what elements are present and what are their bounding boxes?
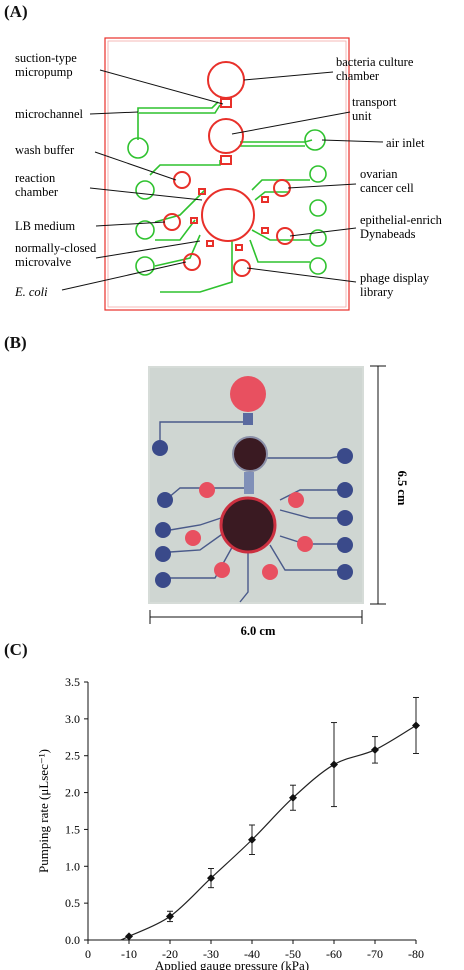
data-point <box>412 721 420 730</box>
label-ecoli: E. coli <box>14 285 48 299</box>
chip-outline <box>104 37 350 311</box>
label-wash-buffer: wash buffer <box>15 143 75 157</box>
photo-red-wells <box>185 482 313 580</box>
y-tick-label: 2.0 <box>65 786 80 800</box>
photo-channels <box>159 415 343 603</box>
data-point <box>207 874 215 883</box>
label-phage-1: phage display <box>360 271 430 285</box>
x-axis-label: Applied gauge pressure (kPa) <box>155 958 309 970</box>
data-points <box>125 721 420 941</box>
label-transport-2: unit <box>352 109 372 123</box>
y-tick-label: 0.0 <box>65 933 80 947</box>
label-bacteria-chamber-1: bacteria culture <box>336 55 414 69</box>
y-tick-label: 2.5 <box>65 749 80 763</box>
x-tick-label: -10 <box>121 947 137 961</box>
dimension-lines <box>149 365 386 624</box>
y-tick-label: 0.5 <box>65 896 80 910</box>
label-valve-2: microvalve <box>15 255 72 269</box>
trend-line <box>120 724 417 941</box>
microchannel-network <box>127 101 327 293</box>
dim-height-label: 6.5 cm <box>395 471 409 506</box>
label-suction-pump-1: suction-type <box>15 51 77 65</box>
chip-inner-outline <box>107 40 347 308</box>
chip-photo: 6.5 cm 6.0 cm <box>148 365 409 638</box>
chip-schematic: suction-type micropump microchannel wash… <box>14 37 443 311</box>
x-tick-label: -80 <box>408 947 424 961</box>
x-tick-label: -40 <box>244 947 260 961</box>
label-reaction-chamber-2: chamber <box>15 185 59 199</box>
bacteria-culture-chamber <box>207 61 245 99</box>
label-phage-2: library <box>360 285 394 299</box>
data-point <box>371 745 379 754</box>
label-ovarian-1: ovarian <box>360 167 398 181</box>
data-point <box>166 912 174 921</box>
panel-b-label: (B) <box>4 333 27 352</box>
reaction-chamber <box>201 188 255 242</box>
data-point <box>289 793 297 802</box>
label-air-inlet: air inlet <box>386 136 425 150</box>
label-lb-medium: LB medium <box>15 219 75 233</box>
dim-width-label: 6.0 cm <box>241 624 276 638</box>
photo-reaction-chamber <box>219 496 277 554</box>
label-epithelial-1: epithelial-enrich <box>360 213 443 227</box>
transport-unit <box>208 118 244 154</box>
photo-blue-wells <box>152 440 353 588</box>
data-point <box>330 760 338 769</box>
x-tick-label: -50 <box>285 947 301 961</box>
label-leaders <box>61 69 384 291</box>
chart-axes <box>87 682 416 941</box>
y-tick-label: 1.5 <box>65 822 80 836</box>
x-tick-label: -60 <box>326 947 342 961</box>
x-tick-labels: 0 -10 -20 -30 -40 -50 -60 -70 -80 <box>85 940 424 961</box>
label-suction-pump-2: micropump <box>15 65 73 79</box>
photo-transport-unit <box>232 436 268 472</box>
error-bars <box>167 696 419 923</box>
label-ovarian-2: cancer cell <box>360 181 414 195</box>
panel-c-label: (C) <box>4 640 28 659</box>
label-valve-1: normally-closed <box>15 241 97 255</box>
y-axis-label: Pumping rate (μLsec⁻¹) <box>36 749 51 873</box>
y-tick-label: 3.0 <box>65 712 80 726</box>
x-tick-label: -30 <box>203 947 219 961</box>
y-tick-labels: 0.0 0.5 1.0 1.5 2.0 2.5 3.0 3.5 <box>65 675 88 947</box>
label-epithelial-2: Dynabeads <box>360 227 416 241</box>
x-tick-label: -20 <box>162 947 178 961</box>
y-tick-label: 3.5 <box>65 675 80 689</box>
label-reaction-chamber-1: reaction <box>15 171 56 185</box>
data-point <box>248 835 256 844</box>
label-microchannel: microchannel <box>15 107 84 121</box>
photo-bacteria-chamber <box>230 376 266 412</box>
pumping-rate-chart: 0.0 0.5 1.0 1.5 2.0 2.5 3.0 3.5 0 -10 -20 -30 -40 -5… <box>36 675 424 970</box>
label-transport-1: transport <box>352 95 397 109</box>
data-point <box>125 932 133 941</box>
y-tick-label: 1.0 <box>65 859 80 873</box>
chamber-network <box>163 61 294 277</box>
x-tick-label: 0 <box>85 947 91 961</box>
panel-a-label: (A) <box>4 2 28 21</box>
x-tick-label: -70 <box>367 947 383 961</box>
label-bacteria-chamber-2: chamber <box>336 69 380 83</box>
